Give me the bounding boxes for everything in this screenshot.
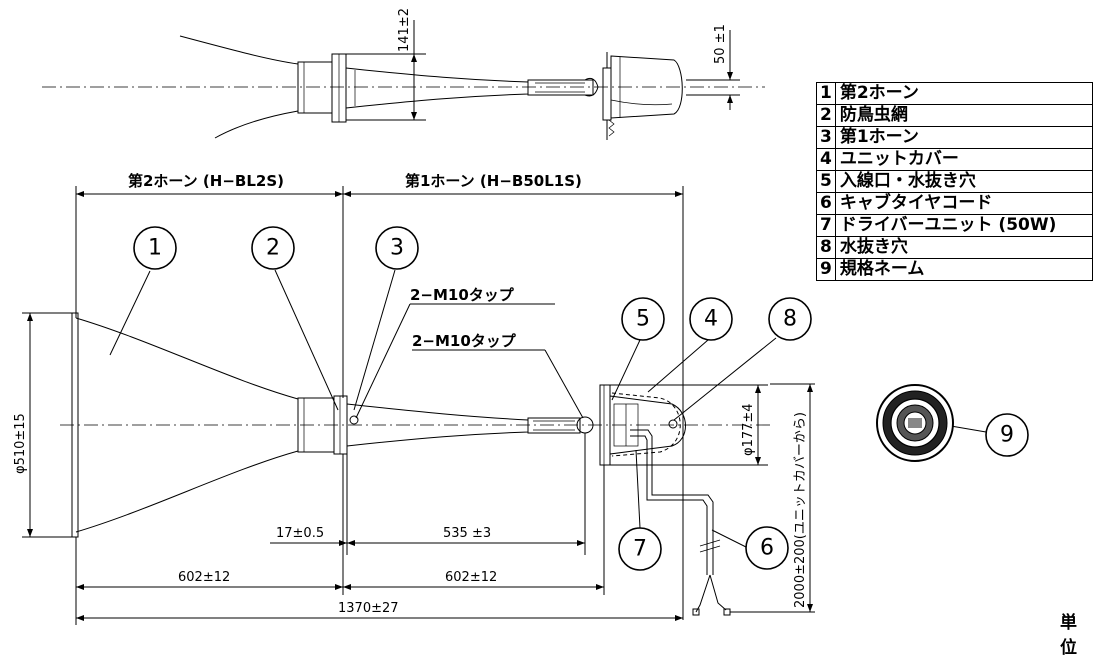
drawing-canvas: 141±2 50 ±1 bbox=[13, 8, 1029, 625]
callouts: 2−M10タップ 2−M10タップ 1 2 3 4 5 6 7 8 9 bbox=[109, 226, 1029, 571]
tap-label-a: 2−M10タップ bbox=[410, 286, 515, 304]
dimension-lines: 第2ホーン (H−BL2S) 第1ホーン (H−B50L1S) φ510±15 … bbox=[13, 172, 815, 625]
dim-17: 17±0.5 bbox=[276, 526, 324, 541]
bubble-7: 7 bbox=[633, 537, 647, 562]
dim-535: 535 ±3 bbox=[443, 526, 491, 541]
bubble-1: 1 bbox=[148, 236, 162, 261]
bubble-3: 3 bbox=[390, 236, 404, 261]
bubble-8: 8 bbox=[783, 307, 797, 332]
dim-2000: 2000±200(ユニットカバーから) bbox=[793, 412, 808, 608]
top-view: 141±2 50 ±1 bbox=[42, 8, 765, 140]
side-view bbox=[60, 312, 770, 616]
dim-510: φ510±15 bbox=[13, 413, 28, 474]
tap-label-b: 2−M10タップ bbox=[412, 332, 517, 350]
dim-177: φ177±4 bbox=[741, 403, 756, 456]
dim-141: 141±2 bbox=[397, 8, 412, 52]
dim-602-right: 602±12 bbox=[445, 570, 497, 585]
unit-label: 単位 bbox=[1060, 613, 1077, 658]
horn2-label: 第2ホーン (H−BL2S) bbox=[128, 172, 284, 190]
bubble-9: 9 bbox=[1000, 423, 1014, 448]
bubble-6: 6 bbox=[760, 536, 774, 561]
dim-602-left: 602±12 bbox=[178, 570, 230, 585]
horn1-label: 第1ホーン (H−B50L1S) bbox=[405, 172, 582, 190]
dim-50: 50 ±1 bbox=[713, 24, 728, 64]
bubble-4: 4 bbox=[704, 307, 718, 332]
bubble-5: 5 bbox=[636, 307, 650, 332]
bubble-2: 2 bbox=[266, 236, 280, 261]
dim-1370: 1370±27 bbox=[338, 601, 399, 616]
rear-view-nameplate bbox=[876, 384, 954, 462]
